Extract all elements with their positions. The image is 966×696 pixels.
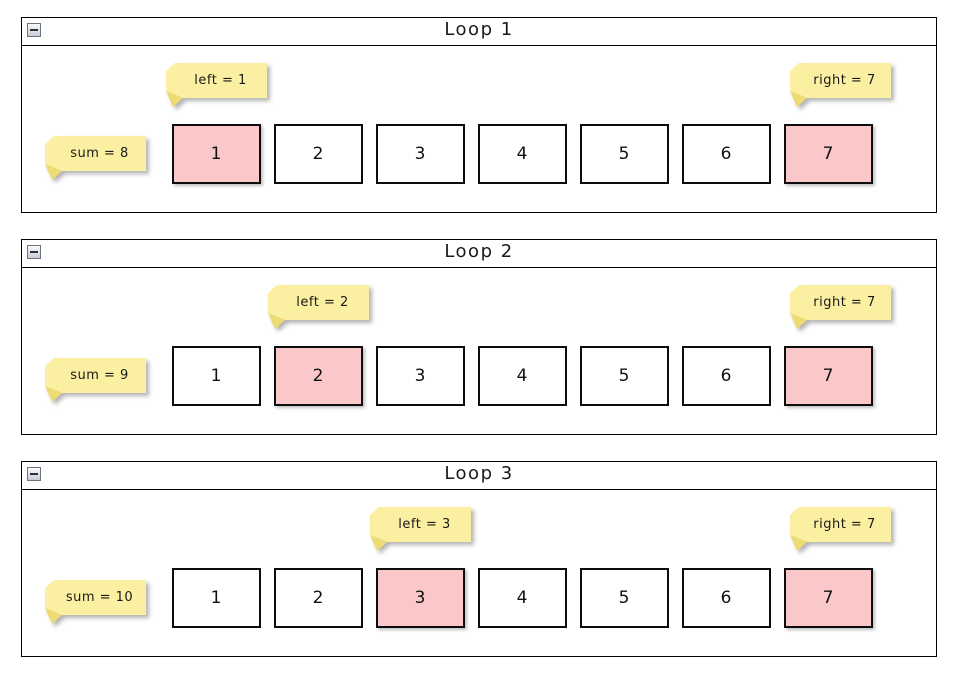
collapse-button[interactable] [27,23,41,37]
right-pointer-note[interactable]: right = 7 [789,62,892,108]
array-cell[interactable]: 4 [478,346,567,406]
array-cell[interactable]: 1 [172,124,261,184]
sum-note[interactable]: sum = 8 [44,135,147,181]
array-cell[interactable]: 3 [376,346,465,406]
panel-canvas: left = 3 right = 7 sum = 10 1 2 3 4 5 6 … [22,490,936,657]
sum-label: sum = 9 [70,367,129,383]
panel-titlebar: Loop 1 [22,18,936,46]
array-cell[interactable]: 4 [478,568,567,628]
left-pointer-label: left = 3 [398,516,451,532]
panel-loop-1: Loop 1 left = 1 right = 7 sum = 8 1 [21,17,937,213]
right-pointer-label: right = 7 [813,294,876,310]
array-row: 1 2 3 4 5 6 7 [172,346,873,406]
array-cell[interactable]: 5 [580,568,669,628]
left-pointer-note[interactable]: left = 3 [369,506,472,552]
panel-title: Loop 2 [444,241,514,262]
sticky-note-shape [166,63,267,107]
sum-label: sum = 8 [70,145,129,161]
sticky-note-shape [45,136,146,180]
panel-canvas: left = 1 right = 7 sum = 8 1 2 3 4 5 6 7 [22,46,936,213]
sticky-note-shape [268,285,369,329]
sticky-note-shape [370,507,471,551]
left-pointer-note[interactable]: left = 1 [165,62,268,108]
panel-title: Loop 3 [444,463,514,484]
sum-label: sum = 10 [65,589,134,605]
right-pointer-note[interactable]: right = 7 [789,284,892,330]
array-cell[interactable]: 6 [682,124,771,184]
right-pointer-label: right = 7 [813,516,876,532]
array-cell[interactable]: 1 [172,568,261,628]
array-cell[interactable]: 1 [172,346,261,406]
right-pointer-label: right = 7 [813,72,876,88]
collapse-button[interactable] [27,467,41,481]
array-cell[interactable]: 2 [274,346,363,406]
array-cell[interactable]: 3 [376,124,465,184]
array-cell[interactable]: 6 [682,346,771,406]
left-pointer-label: left = 2 [296,294,349,310]
minus-icon [30,473,38,475]
sum-note[interactable]: sum = 10 [44,579,147,625]
left-pointer-note[interactable]: left = 2 [267,284,370,330]
array-cell[interactable]: 7 [784,124,873,184]
array-cell[interactable]: 2 [274,124,363,184]
sticky-note-shape [45,358,146,402]
panel-canvas: left = 2 right = 7 sum = 9 1 2 3 4 5 6 7 [22,268,936,435]
panel-titlebar: Loop 2 [22,240,936,268]
panel-title: Loop 1 [444,19,514,40]
array-cell[interactable]: 7 [784,346,873,406]
sticky-note-shape [790,63,891,107]
sticky-note-shape [790,507,891,551]
array-cell[interactable]: 7 [784,568,873,628]
panel-loop-3: Loop 3 left = 3 right = 7 sum = 10 1 [21,461,937,657]
sticky-note-shape [45,580,146,624]
minus-icon [30,251,38,253]
array-cell[interactable]: 5 [580,346,669,406]
array-row: 1 2 3 4 5 6 7 [172,124,873,184]
minus-icon [30,29,38,31]
array-cell[interactable]: 6 [682,568,771,628]
collapse-button[interactable] [27,245,41,259]
array-cell[interactable]: 4 [478,124,567,184]
panel-loop-2: Loop 2 left = 2 right = 7 sum = 9 1 [21,239,937,435]
sum-note[interactable]: sum = 9 [44,357,147,403]
panel-titlebar: Loop 3 [22,462,936,490]
array-cell[interactable]: 2 [274,568,363,628]
array-row: 1 2 3 4 5 6 7 [172,568,873,628]
array-cell[interactable]: 3 [376,568,465,628]
array-cell[interactable]: 5 [580,124,669,184]
left-pointer-label: left = 1 [194,72,247,88]
sticky-note-shape [790,285,891,329]
right-pointer-note[interactable]: right = 7 [789,506,892,552]
